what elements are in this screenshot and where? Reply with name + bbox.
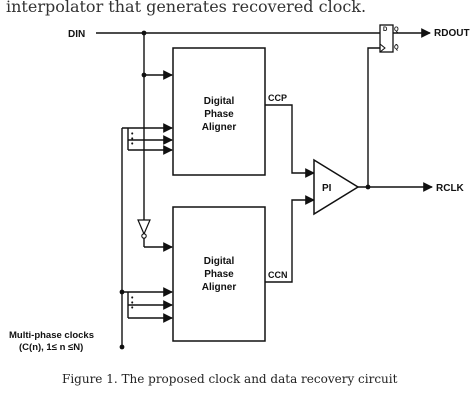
clocks-label-line2: (C(n), 1≤ n ≤N) bbox=[19, 342, 83, 353]
aligner-bottom-line1: Digital bbox=[204, 256, 235, 267]
ellipsis-bottom-2: • bbox=[131, 300, 134, 307]
label-rdout: RDOUT bbox=[434, 28, 470, 39]
ellipsis-top-2: • bbox=[131, 136, 134, 143]
junction-clock-input bbox=[119, 344, 125, 350]
ellipsis-top-3: • bbox=[131, 141, 134, 148]
ff-q-pin: Q bbox=[394, 27, 399, 33]
junction-din bbox=[141, 30, 147, 36]
d-flip-flop bbox=[379, 24, 394, 53]
aligner-top-line2: Phase bbox=[204, 109, 234, 120]
clocks-label-line1: Multi-phase clocks bbox=[9, 330, 94, 341]
junction-din-top bbox=[141, 72, 147, 78]
label-din: DIN bbox=[68, 29, 85, 40]
ellipsis-bottom-1: • bbox=[131, 295, 134, 302]
label-ccp: CCP bbox=[268, 93, 287, 103]
aligner-top-line3: Aligner bbox=[202, 122, 237, 133]
inverter-bubble bbox=[141, 233, 147, 239]
ellipsis-bottom-3: • bbox=[131, 305, 134, 312]
figure-caption: Figure 1. The proposed clock and data re… bbox=[62, 372, 398, 386]
aligner-top-line1: Digital bbox=[204, 96, 235, 107]
ff-clock-symbol bbox=[379, 43, 386, 53]
ccp-wire bbox=[265, 104, 315, 178]
ellipsis-top-1: • bbox=[131, 131, 134, 138]
ccn-wire bbox=[265, 195, 315, 283]
digital-phase-aligner-bottom bbox=[172, 206, 266, 342]
ff-d-pin: D bbox=[383, 27, 388, 33]
rclk-to-ff-wire bbox=[367, 47, 380, 187]
label-rclk: RCLK bbox=[436, 183, 465, 194]
junction-rclk bbox=[365, 184, 371, 190]
phase-interpolator bbox=[313, 158, 360, 216]
intro-text-fragment: interpolator that generates recovered cl… bbox=[6, 0, 367, 16]
aligner-bottom-line2: Phase bbox=[204, 269, 234, 280]
digital-phase-aligner-top bbox=[172, 47, 266, 176]
label-ccn: CCN bbox=[268, 270, 288, 280]
junction-clock-bottom bbox=[119, 289, 125, 295]
aligner-bottom-line3: Aligner bbox=[202, 282, 237, 293]
label-pi: PI bbox=[322, 183, 332, 194]
ff-qb-pin: Q̄ bbox=[394, 44, 399, 51]
din-inverter bbox=[137, 219, 151, 236]
